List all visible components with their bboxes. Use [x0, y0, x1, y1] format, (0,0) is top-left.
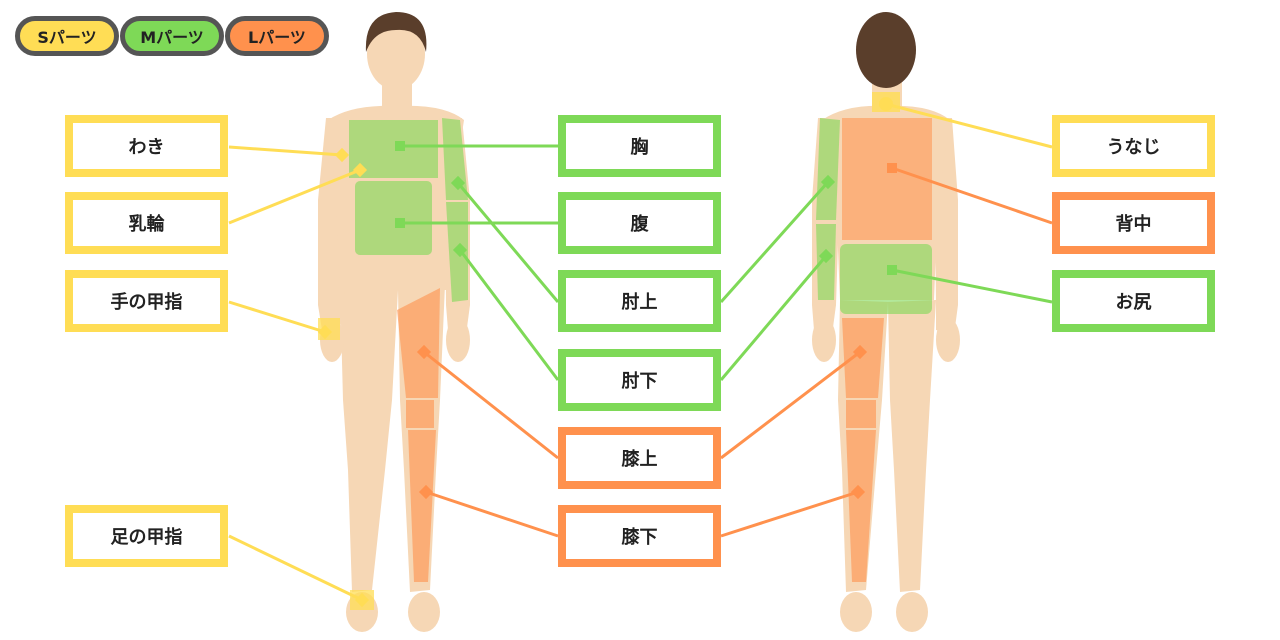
front-hair [365, 12, 427, 52]
connector-oshiri [891, 268, 1053, 304]
marker-hiza-ue-front [416, 344, 432, 360]
label-hiji-ue[interactable]: 肘上 [558, 270, 721, 332]
front-head [367, 18, 425, 90]
legend-m-parts[interactable]: Mパーツ [120, 16, 224, 56]
marker-oshiri [887, 265, 897, 275]
label-ashi-no-kou-yubi[interactable]: 足の甲指 [65, 505, 228, 567]
connector-hiza-shita-front [425, 490, 559, 538]
connector-ashi-no-kou-yubi [228, 534, 363, 602]
connector-te-no-kou-yubi [228, 300, 326, 334]
label-oshiri[interactable]: お尻 [1052, 270, 1215, 332]
back-head [856, 12, 916, 88]
label-nyurin[interactable]: 乳輪 [65, 192, 228, 254]
front-thigh-region [397, 288, 440, 398]
marker-hara [395, 218, 405, 228]
marker-hiji-shita-back [818, 248, 834, 264]
connector-hiji-ue-back [719, 181, 830, 303]
front-abdomen-region [355, 181, 432, 255]
label-te-no-kou-yubi-text: 手の甲指 [110, 292, 183, 313]
label-hara[interactable]: 腹 [558, 192, 721, 254]
label-te-no-kou-yubi[interactable]: 手の甲指 [65, 270, 228, 332]
marker-hiji-ue-back [820, 174, 836, 190]
back-figure [812, 12, 960, 632]
front-left-leg [340, 285, 398, 592]
label-nyurin-text: 乳輪 [128, 214, 165, 235]
front-figure [318, 12, 470, 632]
legend-s-label: Sパーツ [37, 28, 97, 47]
label-unaji[interactable]: うなじ [1052, 115, 1215, 177]
front-knee-region [406, 400, 434, 428]
marker-hiza-ue-back [852, 344, 868, 360]
front-right-foot [408, 592, 440, 632]
label-hiza-ue-text: 膝上 [621, 449, 658, 470]
connector-waki [228, 145, 343, 157]
label-hiza-shita-text: 膝下 [621, 527, 658, 548]
marker-waki [334, 147, 350, 163]
back-calf-region [846, 430, 876, 582]
back-right-hand [936, 318, 960, 362]
connector-nyurin [228, 168, 361, 225]
label-unaji-text: うなじ [1106, 137, 1161, 158]
front-right-hand [446, 318, 470, 362]
back-knee-region [846, 400, 876, 428]
marker-mune [395, 141, 405, 151]
back-buttocks-region [840, 244, 932, 314]
legend-l-parts[interactable]: Lパーツ [225, 16, 329, 56]
marker-ashi [354, 592, 370, 608]
connector-hiza-shita-back [720, 490, 859, 538]
marker-te [317, 324, 333, 340]
marker-unaji [879, 97, 893, 111]
label-senaka[interactable]: 背中 [1052, 192, 1215, 254]
marker-senaka [887, 163, 897, 173]
label-waki-text: わき [128, 137, 165, 158]
label-hiza-ue[interactable]: 膝上 [558, 427, 721, 489]
label-hiza-shita[interactable]: 膝下 [558, 505, 721, 567]
label-hara-text: 腹 [630, 214, 649, 235]
connector-hiji-ue-front [456, 182, 560, 303]
connector-senaka [891, 166, 1053, 225]
back-right-leg [888, 300, 936, 592]
legend-m-label: Mパーツ [140, 28, 204, 47]
connector-hiji-shita-front [458, 249, 560, 381]
connector-hiza-ue-back [720, 350, 861, 460]
label-oshiri-text: お尻 [1115, 292, 1152, 313]
back-right-foot [896, 592, 928, 632]
label-mune-text: 胸 [630, 137, 649, 158]
label-mune[interactable]: 胸 [558, 115, 721, 177]
label-hiji-shita-text: 肘下 [621, 371, 658, 392]
back-left-foot [840, 592, 872, 632]
label-waki[interactable]: わき [65, 115, 228, 177]
connector-hiza-ue-front [423, 350, 559, 460]
marker-hiza-shita-back [850, 484, 866, 500]
label-ashi-no-kou-yubi-text: 足の甲指 [110, 527, 183, 548]
back-left-hand [812, 318, 836, 362]
back-back-region [842, 118, 932, 240]
marker-hiza-shita-front [418, 484, 434, 500]
legend-l-label: Lパーツ [248, 28, 306, 47]
back-upper-arm-region [816, 118, 840, 220]
marker-hiji-ue-front [450, 175, 466, 191]
label-hiji-shita[interactable]: 肘下 [558, 349, 721, 411]
label-hiji-ue-text: 肘上 [621, 292, 658, 313]
marker-nyurin [352, 162, 368, 178]
connector-hiji-shita-back [719, 255, 828, 381]
front-shin-region [408, 430, 436, 582]
label-senaka-text: 背中 [1115, 214, 1152, 235]
connector-unaji [885, 102, 1053, 149]
legend-s-parts[interactable]: Sパーツ [15, 16, 119, 56]
marker-hiji-shita-front [452, 242, 468, 258]
back-thigh-region [842, 318, 884, 398]
